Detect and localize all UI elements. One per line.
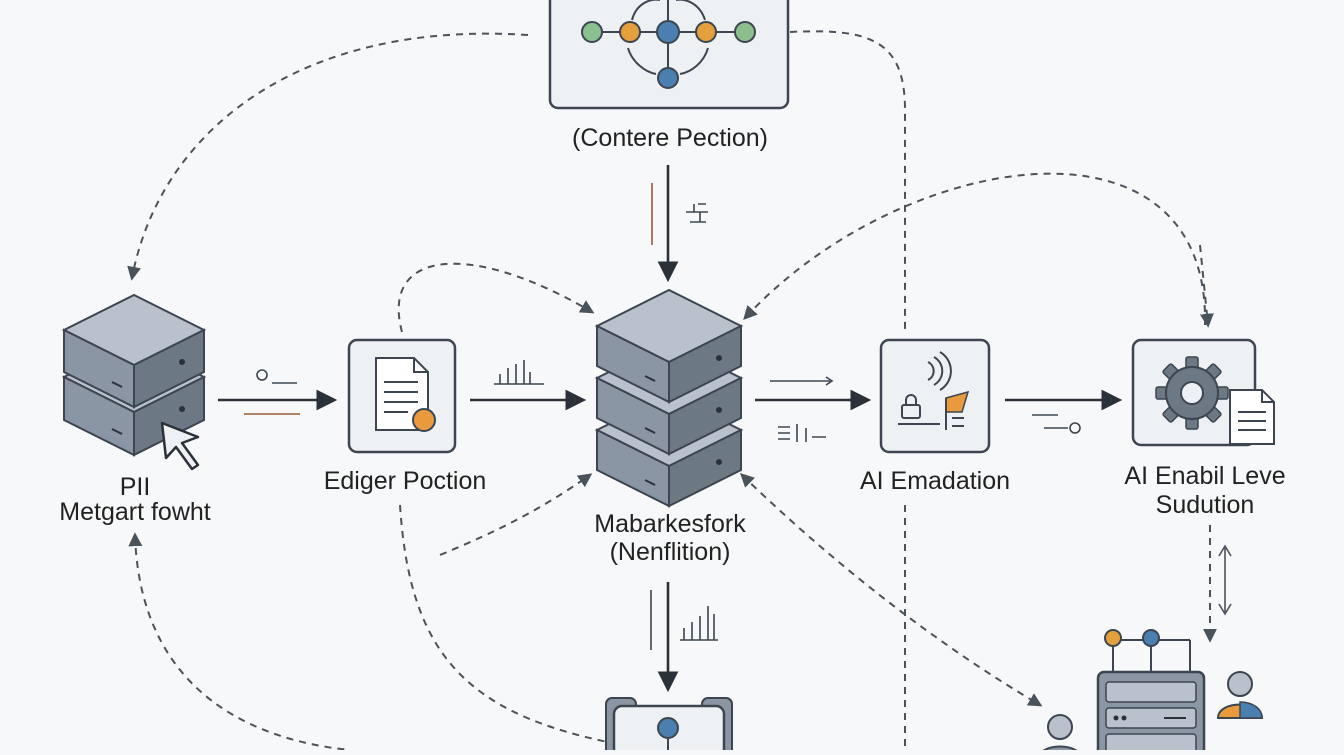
dashed-doc-down	[399, 504, 641, 749]
left-node-label-line2: Metgart fowht	[59, 498, 211, 526]
dashed-connectors	[127, 30, 1217, 751]
right-node-label-line1: AI Enabil Leve	[1124, 462, 1286, 490]
center-node-label-line2: (Nenflition)	[609, 538, 731, 566]
ai-signal-icon	[879, 338, 991, 454]
server-stack-icon	[594, 288, 744, 508]
gear-document-icon	[1131, 338, 1275, 447]
ai-node-label: AI Emadation	[859, 467, 1011, 495]
dashed-right-to-center	[743, 172, 1207, 326]
server-users-icon	[1038, 629, 1264, 755]
document-badge-icon	[347, 338, 457, 454]
dashed-to-right-box	[1199, 244, 1214, 328]
doc-node-label: Ediger Poction	[323, 467, 487, 495]
node-box-icon	[605, 697, 733, 755]
network-graph-icon	[548, 0, 790, 110]
top-node-label: (Contere Pection)	[572, 124, 768, 152]
dashed-lower-to-center	[439, 473, 593, 556]
right-node-label-line2: Sudution	[1155, 491, 1255, 519]
dashed-top-right-down	[789, 30, 906, 330]
dashed-center-to-users	[739, 473, 1043, 707]
arrow-glyphs	[244, 183, 1081, 650]
dashed-doc-to-center	[397, 262, 595, 333]
double-arrow-right	[1218, 544, 1232, 616]
server-stack-cursor-icon	[61, 293, 207, 471]
center-node-label-line1: Mabarkesfork	[594, 510, 746, 538]
left-node-label-line1: PII	[119, 473, 151, 501]
dashed-top-to-left	[127, 32, 529, 281]
solid-arrows	[218, 165, 1123, 693]
dashed-left-bottom	[128, 532, 351, 751]
